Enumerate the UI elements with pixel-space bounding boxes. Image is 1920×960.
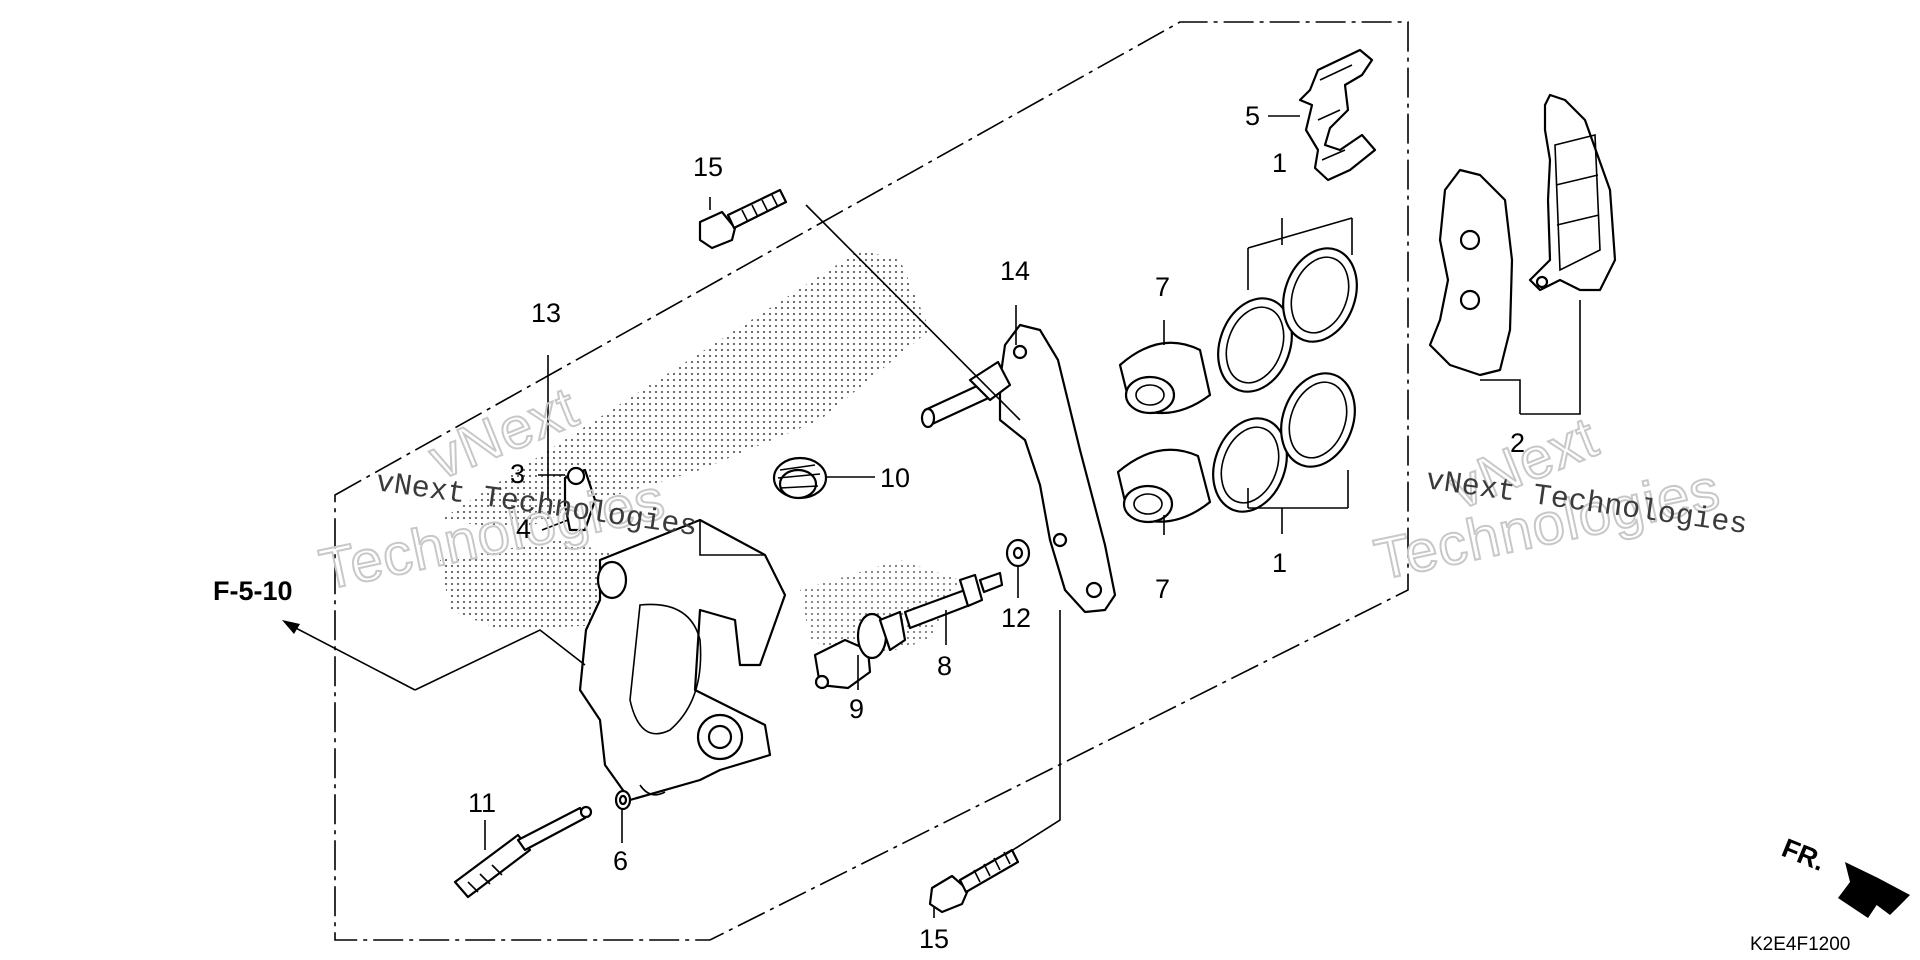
callout-15-lower: 15 xyxy=(919,924,949,954)
bleeder-screw xyxy=(563,466,597,532)
callout-8: 8 xyxy=(937,651,952,681)
stipple-shadow-upper xyxy=(440,250,930,530)
callout-14: 14 xyxy=(1000,256,1030,286)
direction-arrow xyxy=(1838,862,1910,918)
callout-2: 2 xyxy=(1510,428,1525,458)
caliper-body xyxy=(578,518,787,802)
pin-9 xyxy=(813,610,907,690)
reference-code: K2E4F1200 xyxy=(1750,934,1850,955)
callout-7-upper: 7 xyxy=(1155,272,1170,302)
callout-15-upper: 15 xyxy=(693,152,723,182)
stipple-shadow-mid xyxy=(800,560,960,660)
callout-13: 13 xyxy=(531,298,561,328)
callout-1-lower: 1 xyxy=(1272,548,1287,578)
piston-upper xyxy=(1118,341,1212,415)
pin-8 xyxy=(903,571,1004,630)
callout-3: 3 xyxy=(510,459,525,489)
seals xyxy=(1212,247,1358,513)
direction-label: FR. xyxy=(1778,833,1830,877)
bolt-15-lower xyxy=(928,848,1020,914)
washer-6 xyxy=(614,789,632,811)
callout-1-upper: 1 xyxy=(1272,148,1287,178)
callout-10: 10 xyxy=(880,463,910,493)
boot-10 xyxy=(772,456,828,500)
callout-7-lower: 7 xyxy=(1155,574,1170,604)
pad-spring-5 xyxy=(1298,48,1377,182)
brake-pad-outer xyxy=(1528,93,1617,292)
section-reference: F-5-10 xyxy=(213,576,293,606)
assembly-boundary xyxy=(334,21,1409,941)
brake-pad-inner xyxy=(1428,168,1514,377)
pin-11 xyxy=(453,805,593,899)
leader-lines xyxy=(282,115,1581,918)
callout-12: 12 xyxy=(1001,603,1031,633)
callout-5: 5 xyxy=(1245,101,1260,131)
callout-11: 11 xyxy=(468,788,496,818)
bolt-15-upper xyxy=(698,188,788,250)
callout-6: 6 xyxy=(613,846,628,876)
callout-4: 4 xyxy=(516,514,531,544)
piston-lower xyxy=(1116,448,1212,524)
bracket-14 xyxy=(920,323,1117,614)
callout-9: 9 xyxy=(849,694,864,724)
washer-12 xyxy=(1005,538,1031,568)
